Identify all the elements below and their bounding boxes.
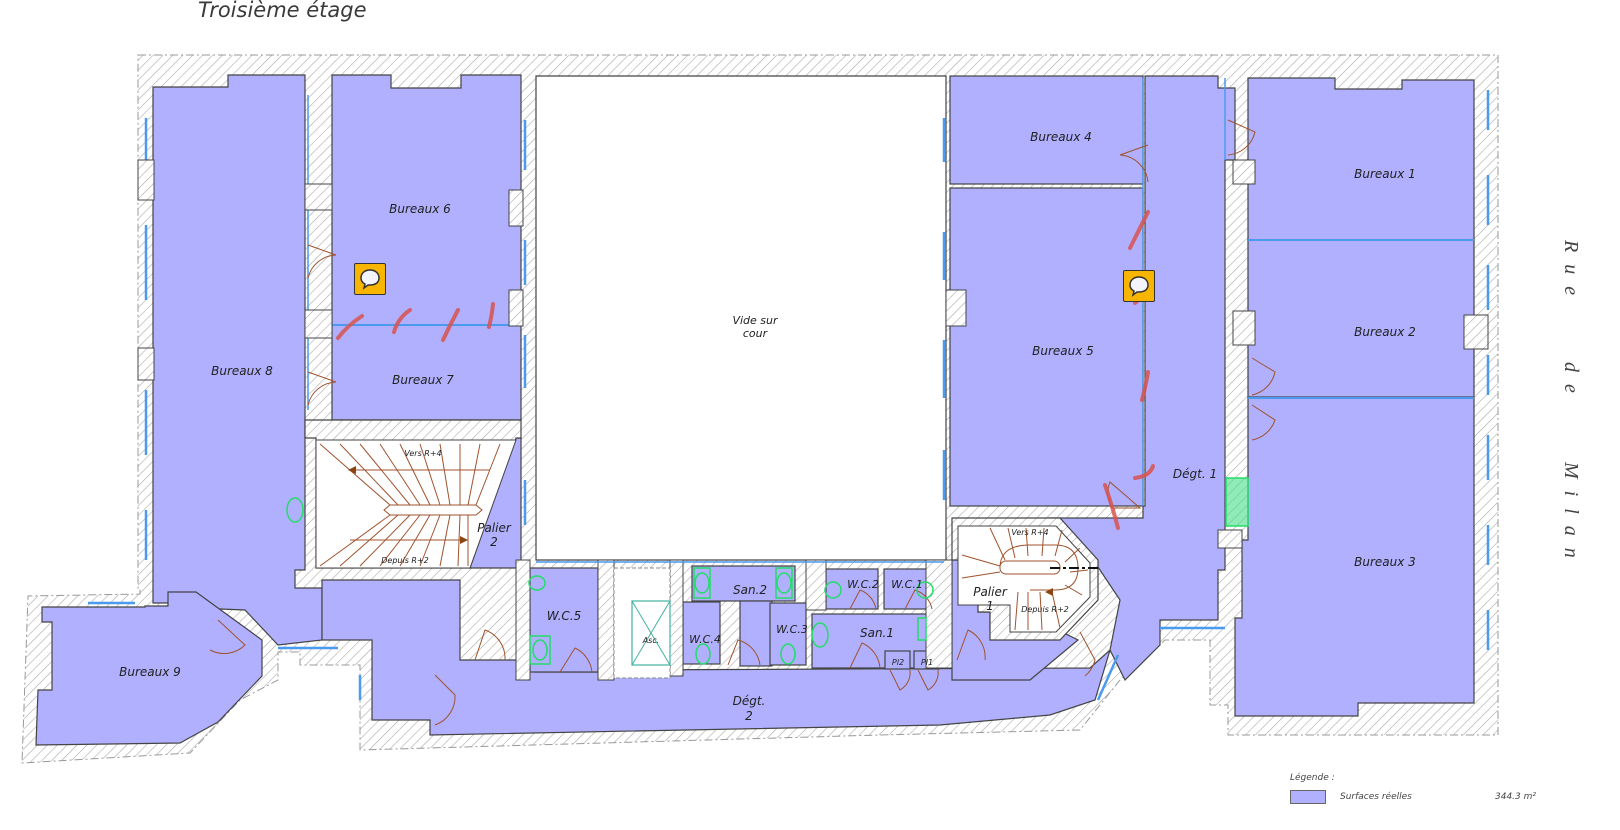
room-bureaux-2 bbox=[1247, 239, 1475, 398]
stair-cage-2 bbox=[304, 419, 522, 569]
label-palier-1b: 1 bbox=[986, 599, 994, 613]
label-bureaux-1: Bureaux 1 bbox=[1354, 167, 1416, 181]
label-san2: San.2 bbox=[733, 583, 767, 597]
legend-item-value: 344.3 m² bbox=[1495, 792, 1537, 802]
label-vide-2: cour bbox=[743, 327, 769, 340]
label-pl2: Pl2 bbox=[892, 658, 904, 667]
room-bureaux-4 bbox=[949, 75, 1144, 185]
label-wc3: W.C.3 bbox=[776, 623, 808, 636]
label-wc4: W.C.4 bbox=[689, 633, 721, 646]
stair-cage-1 bbox=[951, 517, 1100, 641]
floor-title: Troisième étage bbox=[198, 0, 367, 22]
label-bureaux-3: Bureaux 3 bbox=[1354, 555, 1416, 569]
label-stair1-up: Vers R+4 bbox=[1011, 528, 1048, 537]
street-word-1: Rue bbox=[1560, 240, 1582, 308]
room-bureaux-5 bbox=[949, 187, 1144, 507]
room-bureaux-1 bbox=[1247, 77, 1475, 241]
label-stair2-up: Vers R+4 bbox=[404, 449, 441, 458]
room-wc3 bbox=[769, 602, 807, 666]
street-word-3: Milan bbox=[1560, 462, 1582, 570]
room-pl2 bbox=[884, 650, 911, 670]
label-degt-2b: 2 bbox=[745, 709, 753, 723]
label-wc5: W.C.5 bbox=[547, 609, 582, 623]
label-pl1: Pl1 bbox=[921, 658, 933, 667]
room-bureaux-9 bbox=[35, 591, 263, 746]
label-bureaux-7: Bureaux 7 bbox=[392, 373, 454, 387]
label-stair2-down: Depuis R+2 bbox=[381, 556, 429, 565]
label-palier-2a: Palier bbox=[477, 521, 512, 535]
label-stair1-down: Depuis R+2 bbox=[1021, 605, 1069, 614]
label-bureaux-6: Bureaux 6 bbox=[389, 202, 451, 216]
elevator bbox=[613, 567, 671, 679]
label-bureaux-5: Bureaux 5 bbox=[1032, 344, 1094, 358]
room-bureaux-6-7 bbox=[331, 74, 522, 421]
street-label: Rue de Milan bbox=[1560, 240, 1600, 570]
label-degt-2a: Dégt. bbox=[733, 694, 766, 708]
label-asc: Asc. bbox=[642, 636, 660, 645]
label-bureaux-2: Bureaux 2 bbox=[1354, 325, 1416, 339]
comment-icon[interactable] bbox=[354, 263, 386, 295]
label-wc2: W.C.2 bbox=[847, 578, 879, 591]
room-wc2 bbox=[825, 568, 879, 610]
label-bureaux-9: Bureaux 9 bbox=[119, 665, 181, 679]
service-block-walls bbox=[515, 559, 953, 681]
label-palier-2b: 2 bbox=[490, 535, 498, 549]
room-degt-1 bbox=[1048, 75, 1236, 682]
label-wc1: W.C.1 bbox=[891, 578, 923, 591]
legend-item-label: Surfaces réelles bbox=[1340, 792, 1412, 802]
street-word-2: de bbox=[1560, 362, 1582, 405]
label-bureaux-8: Bureaux 8 bbox=[211, 364, 273, 378]
label-degt-1: Dégt. 1 bbox=[1173, 467, 1217, 481]
surfaces bbox=[35, 74, 1475, 746]
pillars bbox=[137, 159, 1489, 549]
label-vide-1: Vide sur bbox=[732, 314, 779, 327]
room-bureaux-8 bbox=[152, 74, 323, 646]
comment-icon[interactable] bbox=[1123, 270, 1155, 302]
legend-swatch bbox=[1290, 790, 1326, 804]
label-palier-1a: Palier bbox=[973, 585, 1008, 599]
sanitary-fixtures bbox=[286, 477, 1249, 665]
label-san1: San.1 bbox=[860, 626, 894, 640]
room-bureaux-3 bbox=[1234, 397, 1475, 717]
legend-title: Légende : bbox=[1290, 773, 1335, 783]
label-bureaux-4: Bureaux 4 bbox=[1030, 130, 1092, 144]
